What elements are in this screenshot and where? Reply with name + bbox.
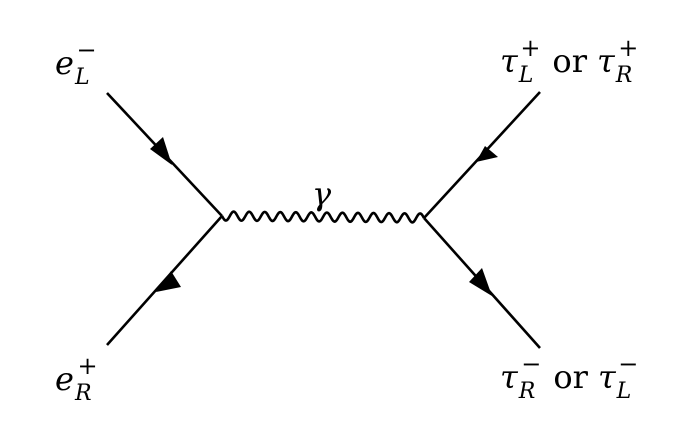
subscript: R: [74, 381, 92, 406]
superscript: −: [521, 350, 541, 378]
label-positron-bottom-left: eR+: [55, 352, 98, 406]
subscript: L: [518, 63, 534, 88]
subscript: R: [518, 379, 536, 404]
arrowhead-electron: [150, 137, 172, 165]
or-connector: or: [552, 42, 587, 80]
arrowhead-positron: [156, 271, 181, 292]
subscript: L: [616, 379, 632, 404]
symbol: τ: [500, 42, 519, 80]
superscript: +: [78, 352, 98, 380]
symbol: τ: [500, 358, 519, 396]
symbol: e: [55, 44, 74, 82]
arrowhead-tau-top: [476, 146, 498, 162]
photon-propagator: [220, 210, 426, 224]
subscript: R: [615, 63, 633, 88]
symbol: e: [55, 360, 74, 398]
symbol: τ: [598, 358, 617, 396]
superscript: −: [77, 36, 97, 64]
superscript: +: [520, 34, 540, 62]
subscript: L: [74, 65, 90, 90]
symbol: τ: [597, 42, 616, 80]
photon-label: γ: [312, 175, 332, 213]
arrowhead-tau-bottom: [469, 268, 492, 296]
or-connector: or: [553, 358, 588, 396]
superscript: −: [618, 350, 638, 378]
label-electron-top-left: eL−: [55, 36, 97, 90]
superscript: +: [618, 34, 638, 62]
